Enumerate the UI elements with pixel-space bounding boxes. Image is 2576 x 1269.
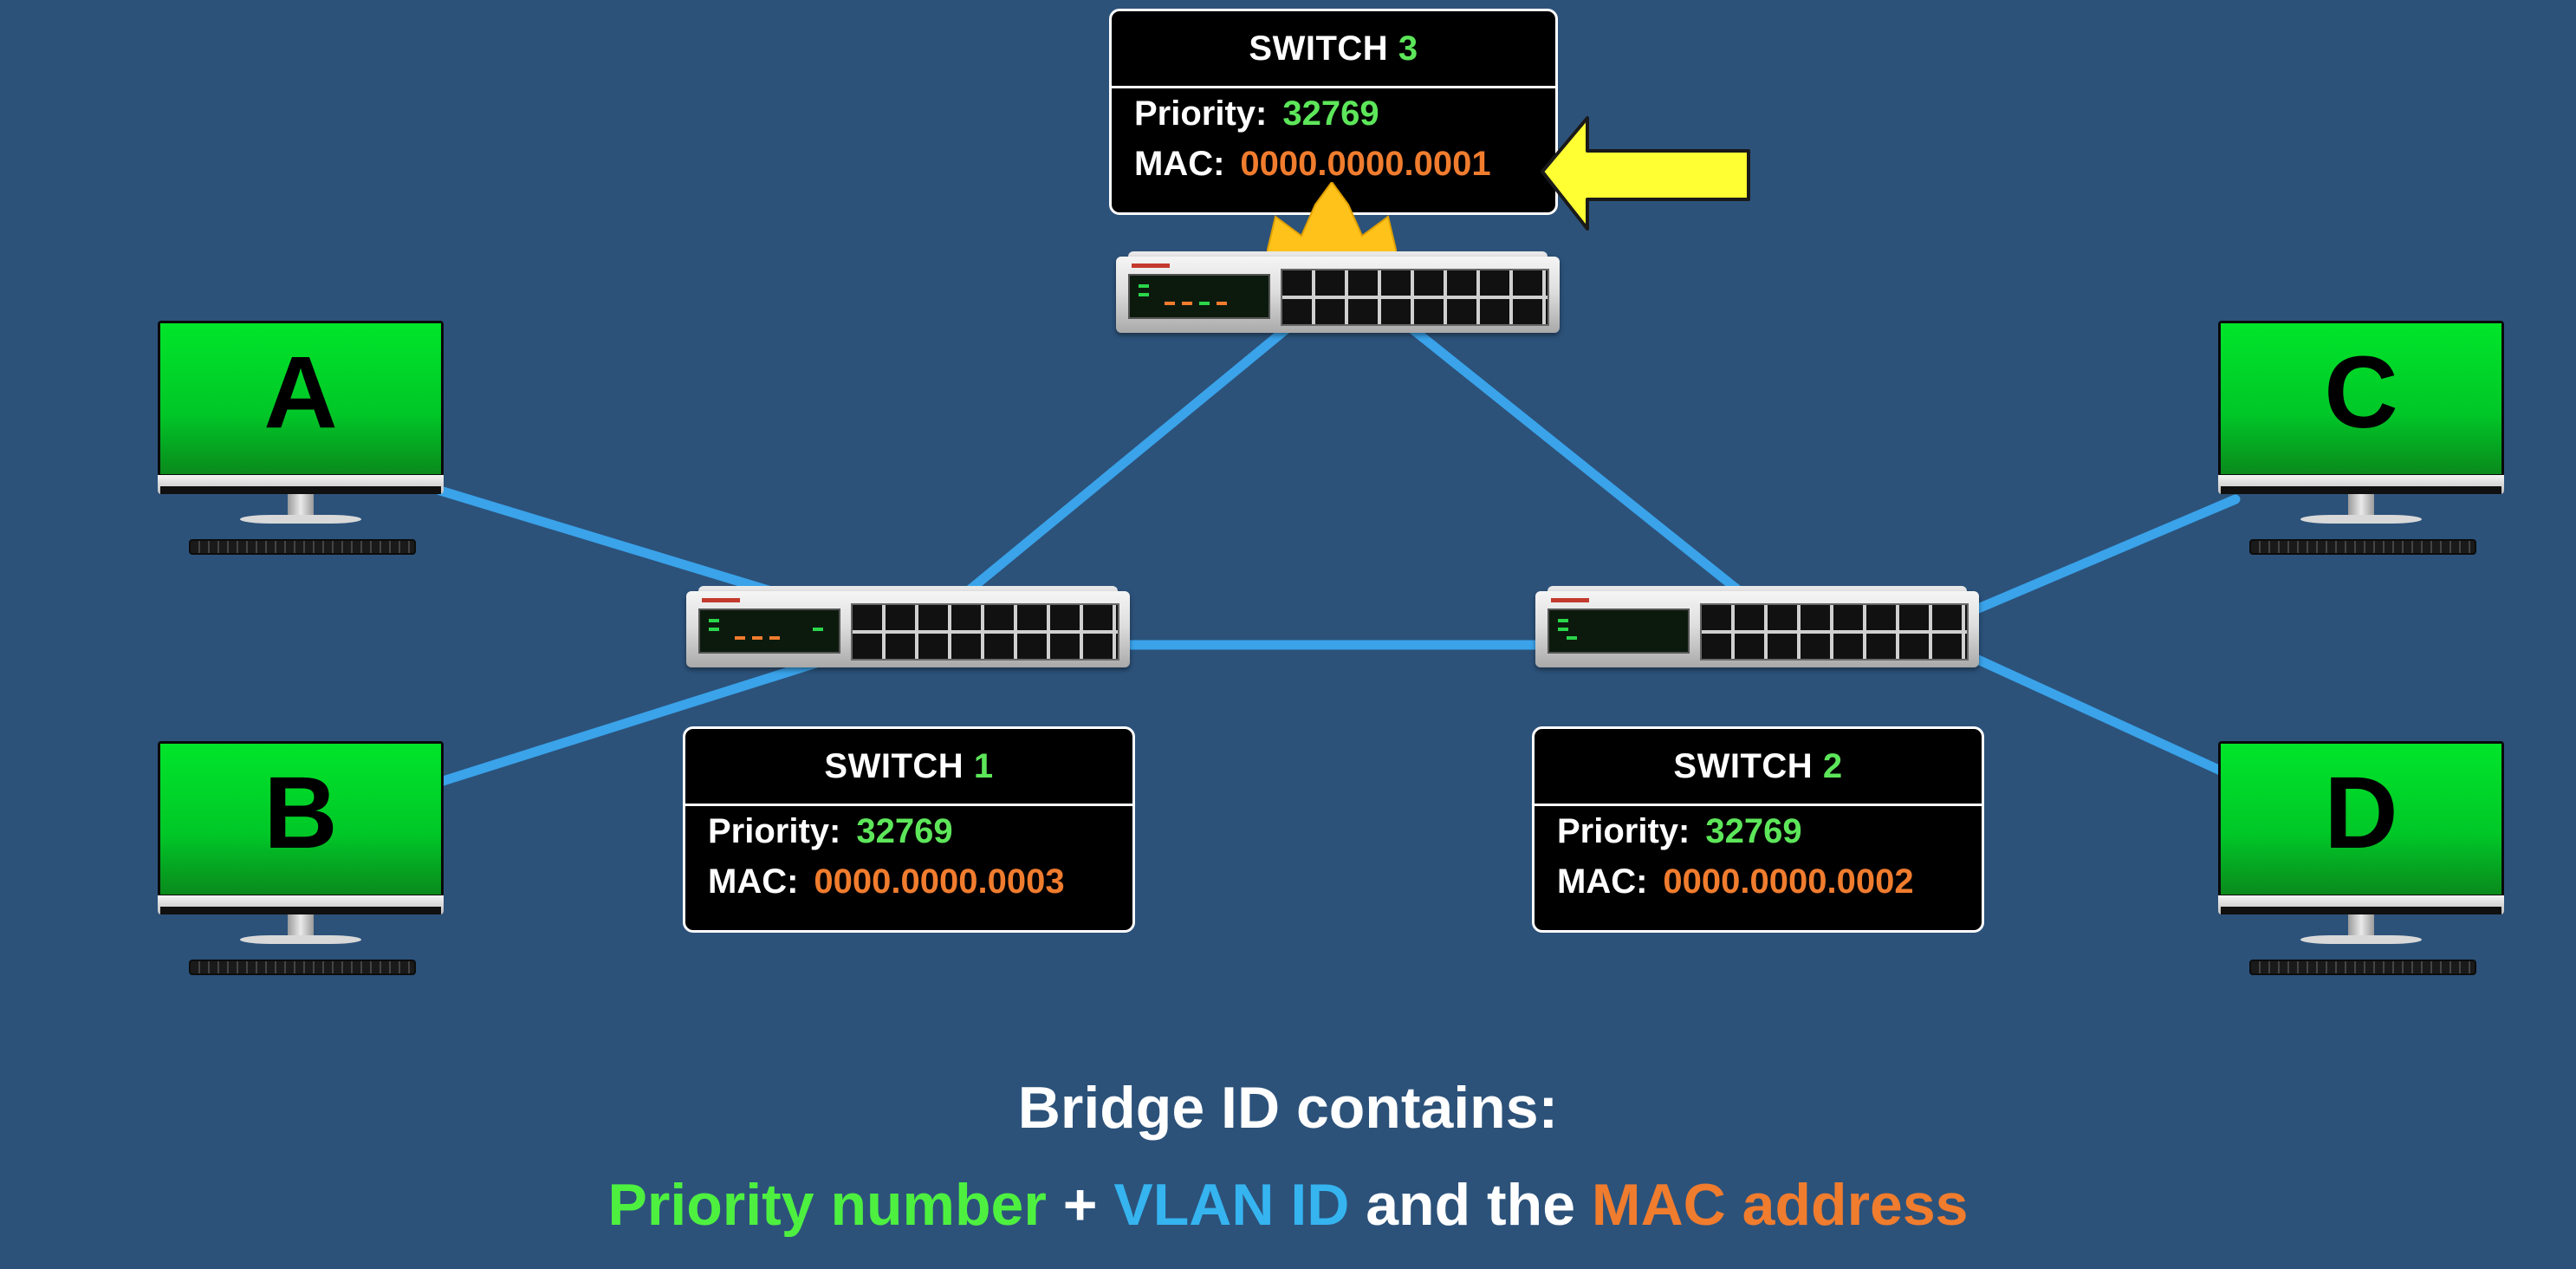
switch2-priority-value: 32769 <box>1705 812 1802 850</box>
switch2-mac-label: MAC: <box>1557 862 1648 901</box>
caption-vlan-id: VLAN ID <box>1113 1172 1350 1238</box>
switch2-mac-value: 0000.0000.0002 <box>1663 862 1914 901</box>
switch1-title: SWITCH 1 <box>685 729 1132 806</box>
arrow-left-icon <box>1541 116 1750 231</box>
switch3-priority-value: 32769 <box>1282 94 1379 133</box>
switch2-title-word: SWITCH <box>1673 747 1814 785</box>
host-c-label: C <box>2324 335 2398 450</box>
host-a-label: A <box>263 335 338 450</box>
caption-plus: + <box>1046 1172 1114 1238</box>
switch3-title-word: SWITCH <box>1249 29 1389 68</box>
link-switch1-switch3 <box>927 309 1310 626</box>
keyboard-icon <box>2249 539 2476 555</box>
host-d-label: D <box>2324 756 2398 870</box>
switch2-title-number: 2 <box>1822 747 1843 785</box>
host-b-monitor[interactable]: B <box>158 741 444 992</box>
switch2-title: SWITCH 2 <box>1535 729 1982 806</box>
switch1-info-box: SWITCH 1 Priority: 32769 MAC: 0000.0000.00… <box>683 726 1135 933</box>
switch1-mac-row: MAC: 0000.0000.0003 <box>685 856 1132 907</box>
switch1-title-word: SWITCH <box>824 747 964 785</box>
crown-icon <box>1267 182 1397 254</box>
switch1-mac-label: MAC: <box>708 862 799 901</box>
host-c-monitor[interactable]: C <box>2218 321 2504 572</box>
switch3-title-number: 3 <box>1398 29 1418 68</box>
keyboard-icon <box>189 539 416 555</box>
switch3-mac-row: MAC: 0000.0000.0001 <box>1112 139 1555 189</box>
switch2-mac-row: MAC: 0000.0000.0002 <box>1535 856 1982 907</box>
switch3-mac-label: MAC: <box>1134 145 1225 183</box>
switch1-priority-value: 32769 <box>856 812 953 850</box>
switch3-priority-label: Priority: <box>1134 94 1268 133</box>
switch2-priority-row: Priority: 32769 <box>1535 806 1982 856</box>
switch3-title: SWITCH 3 <box>1112 11 1555 88</box>
host-a-monitor[interactable]: A <box>158 321 444 572</box>
caption-bridge-id-parts: Priority number + VLAN ID and the MAC ad… <box>0 1170 2576 1240</box>
link-d-switch2 <box>1944 641 2228 777</box>
caption-mac-address: MAC address <box>1591 1172 1969 1238</box>
host-b-label: B <box>263 756 338 870</box>
switch2-info-box: SWITCH 2 Priority: 32769 MAC: 0000.0000.00… <box>1532 726 1984 933</box>
switch2-device[interactable] <box>1535 586 1979 671</box>
caption-and-the: and the <box>1349 1172 1592 1238</box>
link-switch3-switch2 <box>1388 309 1781 626</box>
switch2-priority-label: Priority: <box>1557 812 1690 850</box>
switch3-priority-row: Priority: 32769 <box>1112 88 1555 139</box>
switch1-priority-label: Priority: <box>708 812 841 850</box>
switch1-device[interactable] <box>686 586 1130 671</box>
keyboard-icon <box>2249 960 2476 975</box>
link-b-switch1 <box>435 641 873 787</box>
switch3-info-box: SWITCH 3 Priority: 32769 MAC: 0000.0000.00… <box>1109 9 1558 215</box>
switch1-mac-value: 0000.0000.0003 <box>814 862 1065 901</box>
switch1-priority-row: Priority: 32769 <box>685 806 1132 856</box>
keyboard-icon <box>189 960 416 975</box>
link-c-switch2 <box>1944 494 2241 626</box>
caption-heading: Bridge ID contains: <box>1017 1075 1559 1141</box>
switch3-mac-value: 0000.0000.0001 <box>1240 145 1491 183</box>
switch3-device[interactable] <box>1116 251 1560 336</box>
host-d-monitor[interactable]: D <box>2218 741 2504 992</box>
switch1-title-number: 1 <box>973 747 994 785</box>
caption-priority-number: Priority number <box>607 1172 1047 1238</box>
